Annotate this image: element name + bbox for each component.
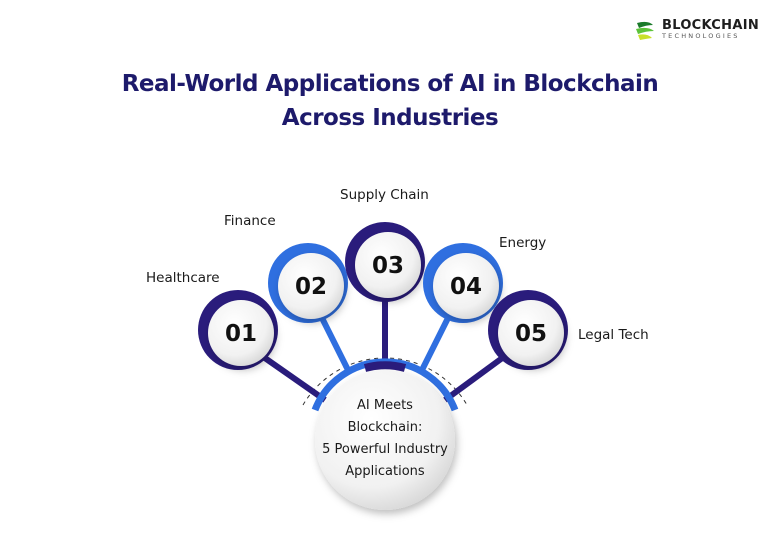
hub-circle [315, 370, 455, 510]
label-healthcare: Healthcare [146, 270, 220, 286]
item-circle-05: 05 [488, 290, 568, 370]
page-title-line-2: Across Industries [281, 105, 499, 131]
connector-02 [319, 316, 351, 372]
item-circle-03: 03 [345, 222, 425, 302]
hub-line: AI Meets [357, 398, 413, 413]
item-disc [498, 300, 564, 366]
hub-text: AI Meets Blockchain: 5 Powerful Industry… [315, 395, 455, 483]
hub-line: 5 Powerful Industry [322, 442, 448, 457]
item-circle-01: 01 [198, 290, 278, 370]
connector-05 [443, 353, 507, 403]
page-title-line-1: Real-World Applications of AI in Blockch… [121, 71, 659, 97]
item-number: 02 [295, 274, 327, 300]
label-finance: Finance [224, 213, 276, 229]
hub-arc-navy [363, 361, 407, 372]
connector-04 [419, 316, 451, 372]
logo-icon [636, 21, 654, 40]
brand-logo: BLOCKCHAIN TECHNOLOGIES [634, 19, 759, 41]
item-disc [208, 300, 274, 366]
item-disc [355, 232, 421, 298]
item-disc [278, 253, 344, 319]
item-circles: 01 02 03 04 05 [198, 222, 568, 370]
item-number: 01 [225, 321, 257, 347]
label-supply-chain: Supply Chain [340, 187, 429, 203]
logo-subtitle: TECHNOLOGIES [662, 32, 740, 40]
hub-line: Applications [345, 464, 425, 479]
hub-line: Blockchain: [347, 420, 423, 435]
item-circle-04: 04 [423, 243, 503, 323]
label-energy: Energy [499, 235, 547, 251]
item-number: 03 [372, 253, 404, 279]
logo-name: BLOCKCHAIN [662, 18, 760, 33]
label-legal-tech: Legal Tech [578, 327, 649, 343]
item-disc [433, 253, 499, 319]
item-circle-02: 02 [268, 243, 348, 323]
item-number: 05 [515, 321, 547, 347]
connector-01 [260, 353, 327, 403]
item-number: 04 [450, 274, 482, 300]
